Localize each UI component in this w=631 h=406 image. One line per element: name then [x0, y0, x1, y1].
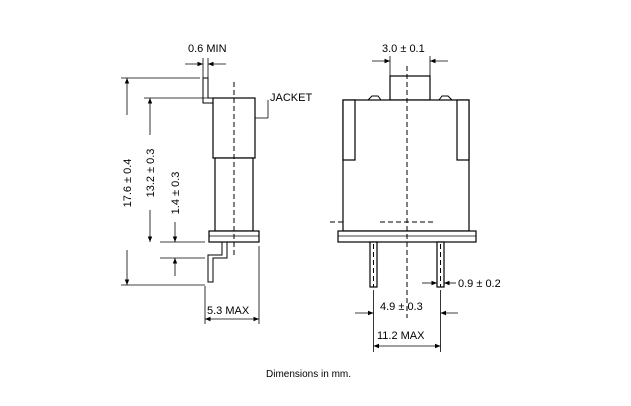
dim-lead-min-width: 0.6 MIN: [188, 43, 227, 55]
dim-total-height: 17.6 ± 0.4: [122, 159, 134, 208]
dim-seat-height: 1.4 ± 0.3: [170, 172, 182, 215]
dim-pin-diameter: 0.9 ± 0.2: [458, 278, 501, 290]
dim-stem-width: 3.0 ± 0.1: [382, 43, 425, 55]
side-top-lead: [202, 77, 215, 104]
front-right-tab: [456, 99, 470, 161]
front-stem: [389, 75, 431, 101]
caption: Dimensions in mm.: [266, 369, 351, 380]
front-left-tab: [342, 99, 356, 161]
side-view: 0.6 MIN JACKET 17.6 ± 0.4 13.2 ± 0.3 1.4…: [121, 43, 312, 324]
dim-pin-spacing: 4.9 ± 0.3: [380, 301, 423, 313]
label-jacket: JACKET: [270, 92, 312, 104]
dim-body-width: 11.2 MAX: [377, 330, 425, 342]
front-view: 3.0 ± 0.1 0.9 ± 0.2 4.9 ± 0.3 11.2 MAX: [330, 43, 501, 352]
side-bottom-lead: [207, 242, 228, 283]
front-body: [342, 99, 470, 232]
dim-body-height: 13.2 ± 0.3: [145, 149, 157, 198]
dim-side-depth: 5.3 MAX: [207, 305, 250, 317]
